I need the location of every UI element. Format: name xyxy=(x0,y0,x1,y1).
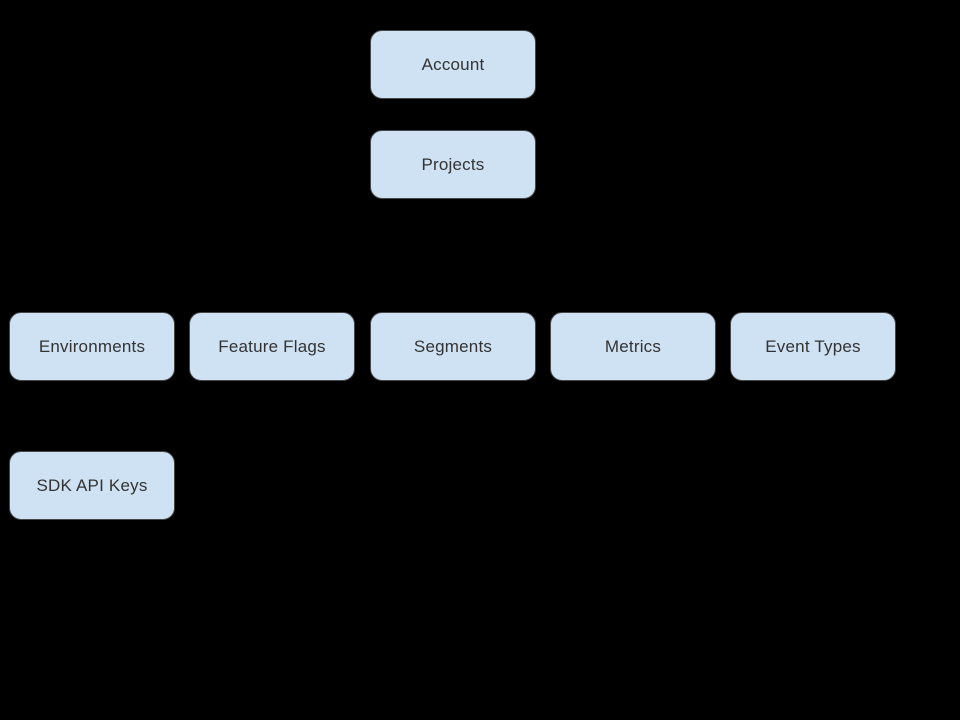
node-event-types-label: Event Types xyxy=(765,337,861,356)
node-account: Account xyxy=(370,30,536,99)
node-sdk-api-keys-label: SDK API Keys xyxy=(36,476,148,495)
node-account-label: Account xyxy=(421,55,485,74)
node-environments-label: Environments xyxy=(38,337,146,356)
node-segments: Segments xyxy=(370,312,536,381)
node-environments: Environments xyxy=(9,312,175,381)
node-projects-label: Projects xyxy=(421,155,485,174)
node-feature-flags: Feature Flags xyxy=(189,312,355,381)
node-segments-label: Segments xyxy=(413,337,493,356)
node-projects: Projects xyxy=(370,130,536,199)
node-sdk-api-keys: SDK API Keys xyxy=(9,451,175,520)
node-metrics-label: Metrics xyxy=(604,337,662,356)
node-event-types: Event Types xyxy=(730,312,896,381)
node-metrics: Metrics xyxy=(550,312,716,381)
node-feature-flags-label: Feature Flags xyxy=(218,337,326,356)
